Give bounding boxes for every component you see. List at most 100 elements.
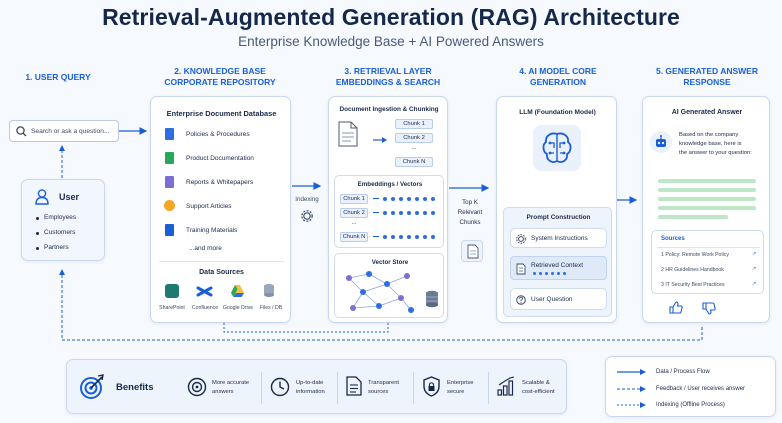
page-title: Retrieval-Augmented Generation (RAG) Arc… bbox=[102, 4, 680, 30]
vector-graph-icon bbox=[346, 271, 414, 313]
benefits-title: Benefits bbox=[116, 382, 154, 393]
sources-title: Sources bbox=[661, 236, 685, 242]
kb-doc-item: Reports & Whitepapers bbox=[186, 179, 254, 186]
clock-icon bbox=[270, 377, 290, 397]
search-icon bbox=[16, 126, 27, 137]
embed-ellipsis: ... bbox=[351, 220, 357, 226]
arrow-feedback-loop bbox=[59, 269, 703, 341]
col-head-user-query: 1. USER QUERY bbox=[8, 72, 108, 83]
col-head-retrieval: 3. RETRIEVAL LAYER EMBEDDINGS & SEARCH bbox=[328, 66, 448, 88]
topk-line: Relevant bbox=[457, 209, 483, 216]
embeddings-box: Embeddings / Vectors Chunk 1 Chunk 2 ...… bbox=[334, 175, 444, 248]
confluence-icon bbox=[196, 286, 213, 297]
vector-row bbox=[373, 194, 443, 204]
prompt-item-label: Retrieved Context bbox=[531, 262, 584, 269]
divider bbox=[413, 372, 414, 404]
gear-icon bbox=[301, 210, 313, 222]
google-drive-icon bbox=[231, 285, 244, 297]
benefit-label: More accurate answers bbox=[212, 379, 249, 397]
kb-title: Enterprise Document Database bbox=[166, 109, 277, 118]
col-head-line: 2. KNOWLEDGE BASE bbox=[174, 66, 266, 76]
benefit-line: Scalable & bbox=[522, 380, 550, 386]
vector-store-box: Vector Store bbox=[334, 253, 444, 318]
benefit-label: Scalable & cost-efficient bbox=[522, 379, 554, 397]
embed-chunk-chip: Chunk N bbox=[340, 232, 368, 242]
answer-line bbox=[658, 197, 756, 201]
divider bbox=[337, 372, 338, 404]
prompt-item-label: User Question bbox=[531, 296, 573, 303]
external-link-icon[interactable]: ↗ bbox=[752, 251, 757, 257]
document-green-icon bbox=[165, 152, 174, 164]
source-link[interactable]: 2 HR Guidelines Handbook bbox=[661, 267, 724, 273]
arrow-indexing-loop bbox=[223, 319, 389, 333]
prompt-construction-box: Prompt Construction System Instructions … bbox=[503, 207, 612, 317]
user-icon bbox=[35, 189, 49, 205]
thumbs-up-icon[interactable] bbox=[669, 301, 683, 314]
user-title: User bbox=[59, 192, 80, 202]
col-head-ai-core: 4. AI MODEL CORE GENERATION bbox=[496, 66, 620, 88]
benefit-label: Enterprise secure bbox=[447, 379, 473, 397]
legend-label: Feedback / User receives answer bbox=[656, 386, 746, 392]
ai-core-panel: LLM (Foundation Model) Prompt Constructi… bbox=[496, 96, 617, 323]
chunks-doc-icon bbox=[461, 240, 483, 262]
topk-line: Chunks bbox=[459, 219, 481, 226]
benefit-line: Enterprise bbox=[447, 380, 474, 386]
prompt-item-context: Retrieved Context bbox=[510, 256, 607, 280]
search-input[interactable]: Search or ask a question... bbox=[9, 120, 119, 142]
col-head-line: EMBEDDINGS & SEARCH bbox=[335, 77, 441, 87]
answer-message: Based on the company knowledge base, her… bbox=[679, 131, 752, 158]
source-link[interactable]: 1 Policy: Remote Work Policy bbox=[661, 252, 729, 258]
chunk-chip: Chunk N bbox=[395, 157, 433, 167]
document-purple-icon bbox=[165, 176, 174, 188]
database-icon bbox=[426, 290, 438, 308]
shield-icon bbox=[423, 376, 440, 397]
external-link-icon[interactable]: ↗ bbox=[752, 266, 757, 272]
robot-icon bbox=[656, 135, 666, 147]
question-icon bbox=[516, 295, 526, 305]
kb-doc-item: Policies & Procedures bbox=[186, 131, 250, 138]
benefit-line: answers bbox=[212, 389, 234, 395]
user-item: Employees bbox=[44, 214, 77, 221]
document-icon bbox=[338, 121, 358, 147]
benefit-line: sources bbox=[368, 389, 389, 395]
benefit-line: More accurate bbox=[212, 380, 250, 386]
answer-message-line: Based on the company bbox=[679, 132, 739, 138]
divider bbox=[159, 261, 284, 262]
benefits-bar: Benefits More accurate answers Up-to-dat… bbox=[66, 359, 567, 414]
col-head-line: CORPORATE REPOSITORY bbox=[164, 77, 276, 87]
target-icon bbox=[80, 374, 104, 399]
legend-label: Indexing (Offline Process) bbox=[656, 402, 725, 408]
search-placeholder: Search or ask a question... bbox=[31, 128, 110, 135]
prompt-title: Prompt Construction bbox=[526, 214, 591, 221]
prompt-item-question: User Question bbox=[510, 288, 607, 310]
answer-line bbox=[658, 206, 756, 210]
avatar bbox=[650, 131, 672, 153]
legend-dashed-arrow bbox=[617, 386, 646, 392]
answer-message-line: knowledge base, here is bbox=[679, 141, 742, 147]
col-head-knowledge-base: 2. KNOWLEDGE BASE CORPORATE REPOSITORY bbox=[150, 66, 290, 88]
brain-icon bbox=[542, 132, 572, 163]
external-link-icon[interactable]: ↗ bbox=[752, 281, 757, 287]
knowledge-base-panel: Enterprise Document Database Policies & … bbox=[150, 96, 291, 323]
benefit-line: secure bbox=[447, 389, 465, 395]
benefit-label: Up-to-date information bbox=[296, 379, 325, 397]
source-link[interactable]: 3 IT Security Best Practices bbox=[661, 282, 725, 288]
document-blue-icon bbox=[165, 128, 174, 140]
vector-store-title: Vector Store bbox=[371, 259, 409, 266]
support-bubble-icon bbox=[164, 200, 175, 211]
chunk-chip: Chunk 2 bbox=[395, 133, 433, 143]
user-item: Partners bbox=[44, 244, 69, 251]
topk-line: Top K bbox=[462, 199, 478, 206]
user-card: User Employees Customers Partners bbox=[21, 179, 105, 261]
benefit-line: Transparent bbox=[368, 380, 400, 386]
prompt-item-label: System Instructions bbox=[531, 235, 588, 242]
embed-chunk-chip: Chunk 1 bbox=[340, 194, 368, 204]
benefit-line: information bbox=[296, 389, 325, 395]
indexing-label: Indexing bbox=[295, 196, 319, 203]
kb-doc-item: Training Materials bbox=[186, 227, 238, 234]
document-icon bbox=[346, 376, 362, 396]
thumbs-down-icon[interactable] bbox=[702, 302, 716, 315]
divider bbox=[261, 372, 262, 404]
col-head-line: 1. USER QUERY bbox=[25, 72, 91, 82]
bar-chart-icon bbox=[497, 376, 515, 396]
